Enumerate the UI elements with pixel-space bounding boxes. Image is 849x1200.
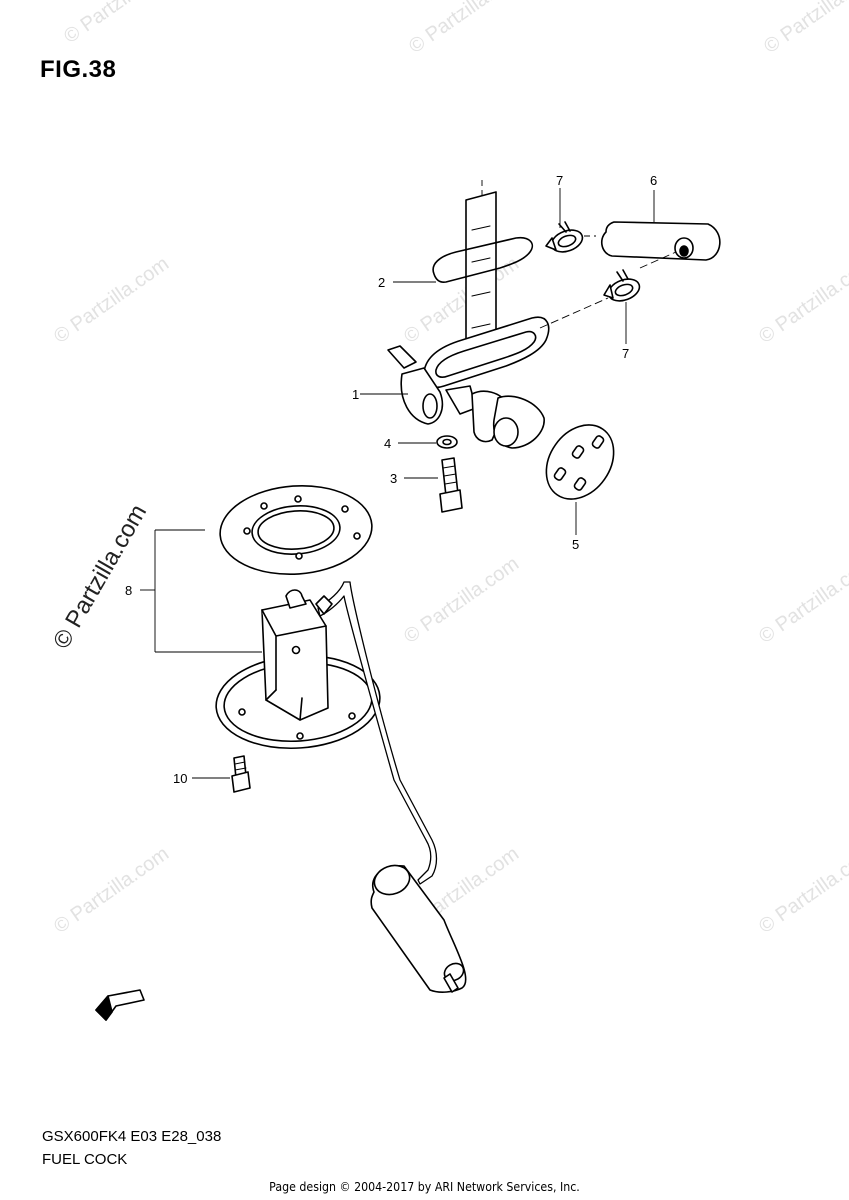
- diagram-code: GSX600FK4 E03 E28_038: [42, 1128, 222, 1145]
- leader-lines: [140, 180, 677, 779]
- diagram-caption: FUEL COCK: [42, 1151, 128, 1168]
- bolt-drawing: [439, 457, 463, 513]
- cover-plate-drawing: [545, 424, 615, 500]
- washer-drawing: [436, 435, 458, 449]
- part-label-2: 2: [378, 275, 385, 290]
- part-label-1: 1: [352, 387, 359, 402]
- hose-clamp-lower-drawing: [603, 269, 641, 302]
- part-label-4: 4: [384, 436, 391, 451]
- part-label-8: 8: [125, 583, 132, 598]
- forward-direction-arrow: [95, 989, 145, 1021]
- page-footer: Page design © 2004-2017 by ARI Network S…: [269, 1180, 580, 1194]
- screw-drawing: [231, 755, 251, 793]
- part-label-6: 6: [650, 173, 657, 188]
- hose-clamp-upper-drawing: [545, 221, 584, 253]
- part-label-10: 10: [173, 771, 187, 786]
- figure-title: FIG.38: [40, 56, 117, 83]
- fuel-level-gauge-drawing: [215, 484, 467, 993]
- part-label-5: 5: [572, 537, 579, 552]
- part-label-3: 3: [390, 471, 397, 486]
- fuel-hose-drawing: [600, 221, 721, 261]
- part-label-7: 7: [556, 173, 563, 188]
- fuel-cock-drawing: [387, 191, 550, 449]
- part-label-7: 7: [622, 346, 629, 361]
- gasket-drawing: [432, 236, 534, 283]
